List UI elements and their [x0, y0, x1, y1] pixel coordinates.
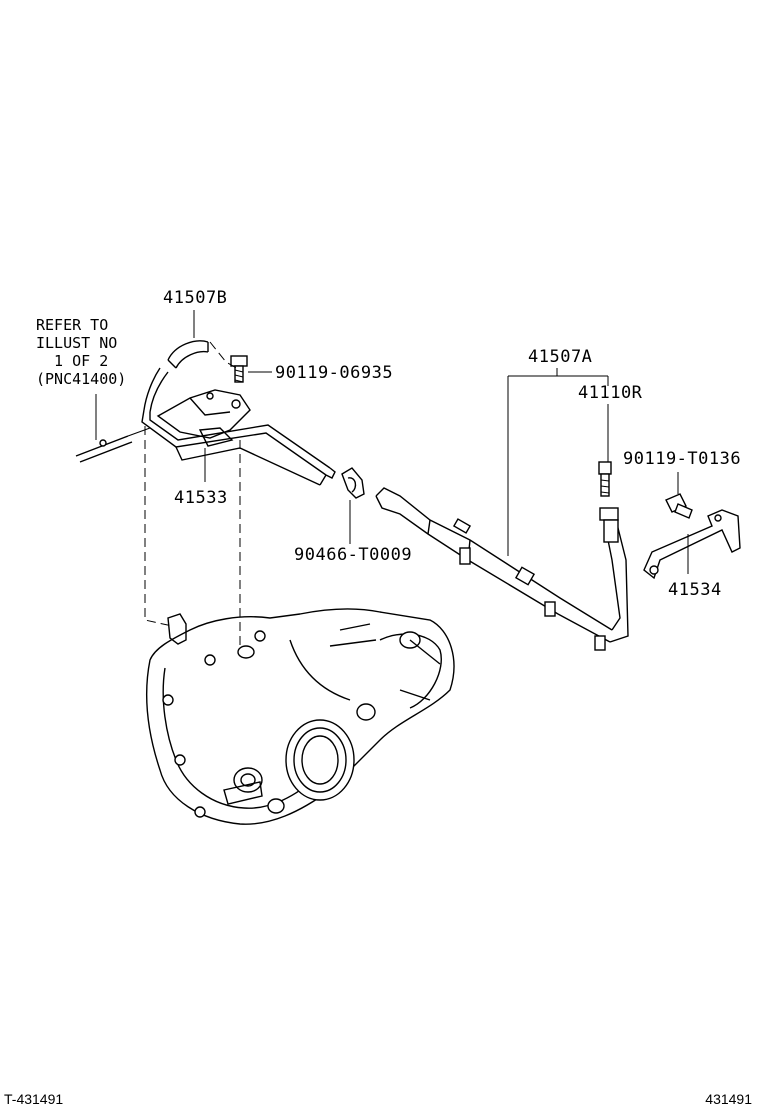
- reference-note-line-4: (PNC41400): [36, 370, 127, 388]
- part-label-41507b[interactable]: 41507B: [163, 288, 228, 308]
- bracket-41534-drawing: [643, 509, 741, 580]
- reference-pipe-stub: [75, 427, 151, 463]
- part-label-41507a[interactable]: 41507A: [528, 347, 593, 367]
- bolt-t0136-drawing: [665, 493, 693, 519]
- clamp-t0009-drawing: [341, 467, 365, 499]
- pipe-41533-drawing: [141, 389, 336, 486]
- part-label-90466-t0009[interactable]: 90466-T0009: [294, 545, 413, 565]
- part-label-41533[interactable]: 41533: [174, 488, 228, 508]
- leader-lines: [95, 310, 689, 574]
- dashed-alignment-lines: [144, 341, 241, 650]
- illustration-code-right: 431491: [705, 1091, 752, 1107]
- part-label-90119-t0136[interactable]: 90119-T0136: [623, 449, 742, 469]
- transfer-case-drawing: [146, 608, 455, 825]
- illustration-code-left: T-431491: [4, 1091, 64, 1107]
- part-label-41110r[interactable]: 41110R: [578, 383, 643, 403]
- breather-plug-drawing: [598, 461, 612, 497]
- hose-41507b-drawing: [143, 340, 209, 413]
- part-label-90119-06935[interactable]: 90119-06935: [275, 363, 394, 383]
- reference-note-line-2: ILLUST NO: [36, 334, 118, 352]
- reference-note-line-3: 1 OF 2: [36, 352, 109, 370]
- part-label-41534[interactable]: 41534: [668, 580, 722, 600]
- reference-note-line-1: REFER TO: [36, 316, 109, 334]
- hose-41507a-drawing: [375, 487, 629, 651]
- bolt-06935-drawing: [230, 355, 248, 383]
